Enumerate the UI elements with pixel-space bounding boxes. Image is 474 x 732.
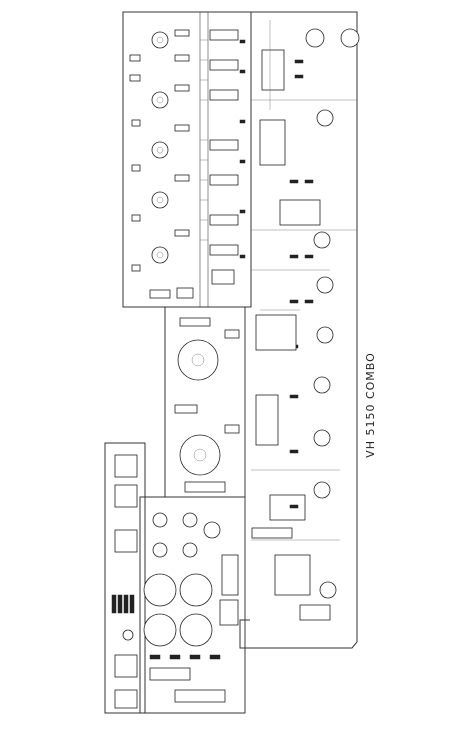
preamp-board-parts: [129, 29, 246, 299]
power-amp-board-parts: [174, 317, 240, 493]
transformer-board-parts: [111, 454, 138, 709]
power-supply-board-parts: [143, 512, 239, 703]
board-outlines: [104, 11, 358, 714]
transformer-board-outline: [104, 442, 146, 714]
main-board-parts: [251, 20, 360, 621]
main-board-outline: [239, 11, 358, 649]
board-title: VH 5150 COMBO: [364, 352, 377, 458]
